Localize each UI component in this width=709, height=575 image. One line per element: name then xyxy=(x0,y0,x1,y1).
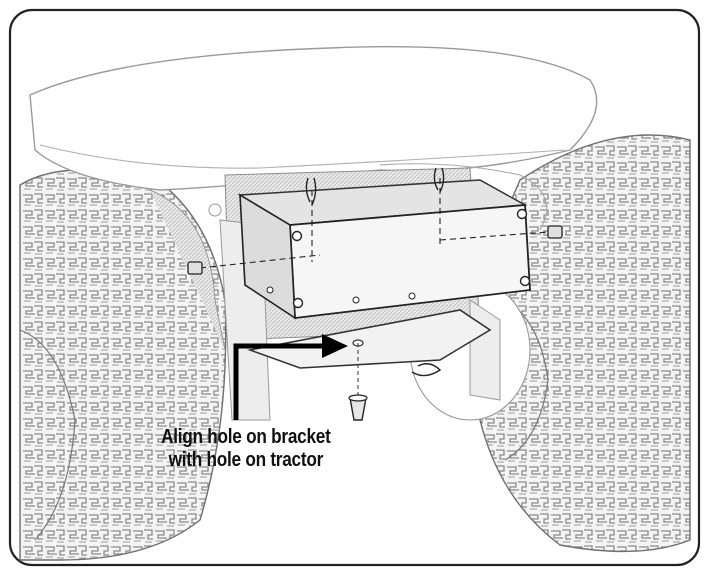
pointer-arrow xyxy=(233,334,348,420)
clevis-pin xyxy=(348,394,368,421)
callout-line-2: with hole on tractor xyxy=(168,449,324,471)
alignment-lines xyxy=(199,178,549,269)
bolt xyxy=(187,225,563,275)
hairpin-clip xyxy=(305,167,445,377)
callout-line-1: Align hole on bracket xyxy=(161,426,331,448)
mounting-bracket-box xyxy=(237,179,531,320)
align-hole-callout: Align hole on bracket with hole on tract… xyxy=(134,426,358,472)
hitch-plate xyxy=(246,309,492,398)
